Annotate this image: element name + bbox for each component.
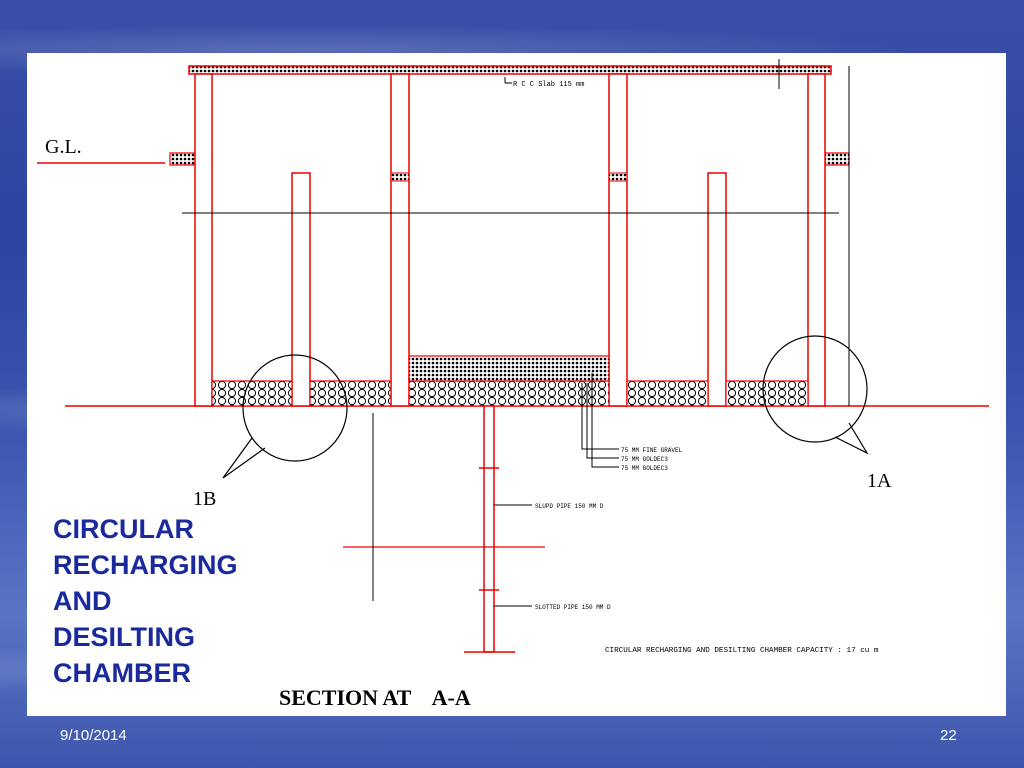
pipe-note-upper: SLUPD PIPE 150 MM D	[535, 503, 604, 510]
layer-note-2: 75 MM GOLDEC3	[621, 456, 668, 463]
gravel-bed-left-mid	[309, 380, 392, 407]
layer-note-1: 75 MM FINE GRAVEL	[621, 447, 683, 454]
slide-title: CIRCULAR RECHARGING AND DESILTING CHAMBE…	[53, 511, 303, 691]
gravel-bed-centre	[408, 380, 610, 407]
baffle-wall-2	[707, 172, 727, 407]
detail-callout-1a	[762, 335, 869, 455]
outer-wall-left	[194, 73, 213, 407]
inner-wall-2	[608, 73, 628, 407]
recharge-pipe	[483, 405, 495, 653]
layer-leader-3	[591, 373, 619, 468]
detail-callout-1b	[222, 354, 348, 479]
outer-wall-right	[807, 73, 826, 407]
slab-note: R C C Slab 115 mm	[513, 81, 584, 89]
drawing-panel: G.L. R C C Slab 115 mm	[27, 53, 1006, 716]
title-line: CIRCULAR	[53, 514, 194, 544]
inner-wall-2-band	[608, 172, 628, 182]
capacity-note: CIRCULAR RECHARGING AND DESILTING CHAMBE…	[605, 647, 879, 655]
detail-label-1a: 1A	[867, 470, 892, 492]
gravel-bed-left	[211, 380, 293, 407]
inner-wall-1	[390, 73, 410, 407]
baffle-wall-1	[291, 172, 311, 407]
footer-date: 9/10/2014	[60, 727, 127, 744]
detail-label-1b: 1B	[193, 488, 216, 510]
title-line: RECHARGING	[53, 550, 238, 580]
gravel-bed-right	[725, 380, 809, 407]
section-drawing: G.L. R C C Slab 115 mm	[37, 59, 989, 710]
layer-leader-2	[586, 383, 619, 459]
fine-bed-centre	[408, 355, 610, 382]
title-line: DESILTING	[53, 622, 196, 652]
footer-page-number: 22	[940, 727, 957, 744]
section-label: SECTION AT A-A	[279, 685, 471, 710]
title-line: AND	[53, 586, 112, 616]
layer-note-3: 75 MM GOLDEC3	[621, 465, 668, 472]
gravel-bed-right-mid	[626, 380, 709, 407]
layer-leader	[581, 383, 619, 450]
inner-wall-1-band	[390, 172, 410, 182]
pipe-note-lower: SLOTTED PIPE 150 MM D	[535, 604, 611, 611]
gl-label: G.L.	[45, 136, 82, 158]
top-slab	[188, 65, 832, 75]
title-line: CHAMBER	[53, 658, 191, 688]
